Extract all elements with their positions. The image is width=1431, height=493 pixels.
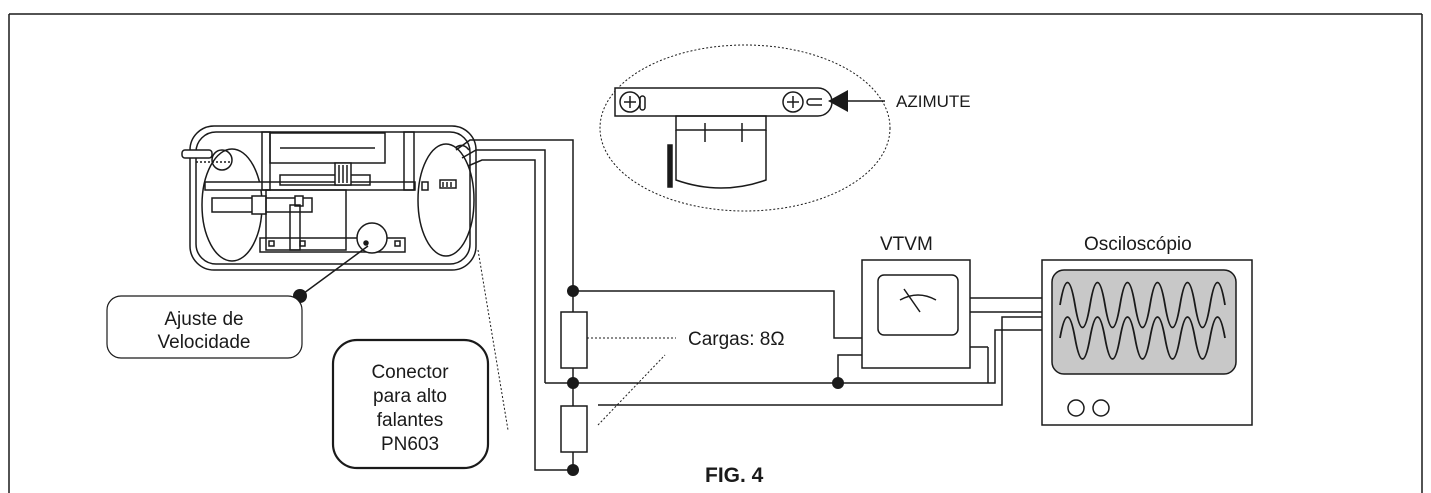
conector-callout (331, 338, 490, 470)
junction-dots (567, 285, 844, 476)
conector-label-line4: PN603 (381, 434, 439, 455)
conector-label-line1: Conector (371, 362, 449, 383)
vtvm-label: VTVM (880, 234, 933, 255)
figure-caption: FIG. 4 (705, 464, 764, 487)
oscilloscope-knob-right (1092, 399, 1110, 417)
conector-label-line3: falantes (377, 410, 444, 431)
speaker-cable (455, 139, 574, 471)
sine-wave-bottom (1059, 316, 1226, 360)
cargas-label: Cargas: 8Ω (688, 329, 785, 350)
ajuste-label-line2: Velocidade (158, 332, 251, 353)
sine-wave-top (1059, 281, 1226, 329)
load-resistor-upper (560, 311, 588, 369)
conector-label-line2: para alto (373, 386, 447, 407)
cassette-mechanism (181, 125, 477, 271)
measurement-wiring (545, 290, 1042, 406)
oscilloscope (1041, 259, 1253, 426)
load-resistor-lower (560, 405, 588, 453)
vtvm-meter (861, 259, 971, 369)
azimute-inset (599, 44, 891, 212)
oscilloscope-label: Osciloscópio (1084, 234, 1192, 255)
oscilloscope-screen (1051, 269, 1237, 375)
leader-lines (477, 249, 676, 431)
oscilloscope-knob-left (1067, 399, 1085, 417)
azimute-label: AZIMUTE (896, 92, 971, 111)
ajuste-callout (106, 245, 369, 359)
azimute-arrow (828, 90, 885, 112)
ajuste-label-line1: Ajuste de (164, 309, 243, 330)
page-frame (8, 13, 1423, 493)
load-resistors (560, 291, 588, 470)
